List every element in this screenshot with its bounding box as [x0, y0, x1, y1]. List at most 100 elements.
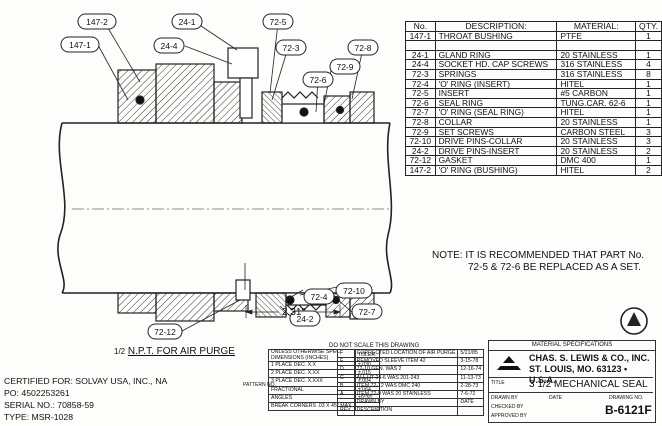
note-line-1: NOTE: IT IS RECOMMENDED THAT PART No. [432, 250, 645, 261]
approved-by-label: APPROVED BY [491, 413, 527, 419]
dimension-label: 2.31" [282, 307, 306, 318]
callout-72-12: 72-12 [147, 323, 183, 340]
bom-item-description: SOCKET HD. CAP SCREWS [434, 59, 558, 70]
bom-item-description: DRIVE PINS-COLLAR [434, 136, 558, 147]
callout-72-9: 72-9 [329, 58, 361, 75]
air-purge-label: 1/2 N.P.T. FOR AIR PURGE [114, 346, 235, 357]
bom-item-description [434, 40, 558, 51]
revision-letter [337, 398, 355, 408]
bom-item-qty: 1 [635, 30, 662, 42]
callout-24-4: 24-4 [153, 37, 185, 54]
material-spec-header: MATERIAL SPECIFICATIONS [489, 341, 655, 351]
bom-item-number: 72-8 [405, 116, 436, 128]
bom-item-material: #5 CARBON [556, 88, 637, 99]
scale-warning: DO NOT SCALE THIS DRAWING [329, 343, 420, 349]
svg-text:24-1: 24-1 [178, 17, 195, 27]
date-label: DATE [549, 395, 562, 401]
svg-text:147-1: 147-1 [69, 40, 91, 50]
callout-147-1: 147-1 [60, 36, 100, 53]
svg-text:72-4: 72-4 [310, 292, 327, 302]
bom-item-description: DRIVE PINS-INSERT [434, 145, 558, 157]
revision-footer-rev: REV. [337, 406, 355, 416]
company-line-1: CHAS. S. LEWIS & CO., INC. [529, 353, 650, 363]
serial-number: SERIAL NO.: 70858-59 [4, 400, 94, 410]
title-block: MATERIAL SPECIFICATIONS CHAS. S. LEWIS &… [488, 340, 656, 423]
callout-72-3: 72-3 [275, 39, 307, 56]
svg-text:72-7: 72-7 [358, 307, 375, 317]
bom-item-number: 72-7 [405, 107, 436, 118]
bom-item-description: THROAT BUSHING [434, 30, 558, 42]
drawing-no-label: DRAWING NO. [609, 395, 644, 401]
company-name: CHAS. S. LEWIS & CO., INC. ST. LOUIS, MO… [529, 353, 655, 386]
npt-fraction: 1/2 [114, 347, 126, 356]
callout-24-1: 24-1 [171, 13, 203, 30]
bom-item-number: 72-10 [405, 136, 436, 147]
bom-item-material: 20 STAINLESS [556, 136, 637, 147]
drawing-title-row: TITLE 3 1/2 MECHANICAL SEAL [489, 377, 653, 393]
bom-row [405, 40, 662, 51]
revision-date: 5/21/85 [457, 348, 485, 359]
revision-description: DRAWN BY [353, 398, 459, 408]
svg-text:72-9: 72-9 [336, 62, 353, 72]
callout-147-2: 147-2 [77, 13, 117, 30]
revision-date: DATE [457, 398, 485, 408]
company-logo-icon [495, 356, 523, 370]
bom-item-description: 'O' RING (INSERT) [434, 78, 558, 90]
po-number: PO: 4502253261 [4, 388, 70, 398]
svg-text:72-6: 72-6 [309, 75, 326, 85]
revision-letter: B [337, 381, 355, 392]
revision-footer-row: REV. DESCRIPTION [337, 406, 485, 416]
revision-letter: D [337, 365, 355, 375]
bom-item-material: 20 STAINLESS [556, 116, 637, 128]
company-logo [495, 354, 523, 372]
callout-72-4: 72-4 [303, 288, 335, 305]
revision-description: ITEM 72-12 WAS DMC 240 [353, 381, 459, 392]
lewis-logo-mark [620, 307, 648, 335]
revision-letter: E [337, 357, 355, 367]
bom-item-material: HITEL [556, 107, 637, 118]
checked-by-label: CHECKED BY [491, 404, 524, 410]
bom-item-qty: 1 [635, 107, 662, 118]
bom-item-material: HITEL [556, 164, 637, 176]
revision-description: CORRECTED LOCATION OF AIR PURGE [353, 348, 459, 359]
pattern-no-label: PATTERN NO. [243, 382, 276, 388]
bom-item-number [405, 40, 436, 51]
bom-item-qty: 8 [635, 68, 662, 80]
svg-text:72-8: 72-8 [354, 43, 371, 53]
svg-text:24-2: 24-2 [296, 314, 313, 324]
revision-date: 12-16-74 [457, 365, 485, 375]
callout-72-10: 72-10 [335, 282, 373, 299]
npt-text: N.P.T. FOR AIR PURGE [127, 346, 235, 357]
bom-item-number: 147-1 [405, 30, 436, 42]
bom-item-qty: 2 [635, 164, 662, 176]
revision-letter: F [337, 348, 355, 359]
svg-text:72-5: 72-5 [269, 17, 286, 27]
bom-item-material: PTFE [556, 30, 637, 42]
drawing-number: B-6121F [605, 403, 652, 417]
svg-text:147-2: 147-2 [86, 17, 108, 27]
revision-letter: C [337, 373, 355, 383]
shaft [57, 122, 393, 294]
callout-72-6: 72-6 [302, 71, 334, 88]
callout-72-8: 72-8 [347, 39, 379, 56]
svg-text:72-12: 72-12 [154, 327, 176, 337]
revision-description: 72-10 GEN. WAS 2 [353, 365, 459, 375]
callout-24-2: 24-2 [289, 310, 321, 327]
bom-item-number: 72-5 [405, 88, 436, 99]
bom-item-material: DMC 400 [556, 155, 637, 166]
bom-item-description: SPRINGS [434, 68, 558, 80]
revision-date: 3-15-78 [457, 357, 485, 367]
drawing-title: 3 1/2 MECHANICAL SEAL [529, 379, 648, 390]
revision-date: 7-6-72 [457, 390, 485, 400]
revision-date: 2-28-73 [457, 381, 485, 392]
